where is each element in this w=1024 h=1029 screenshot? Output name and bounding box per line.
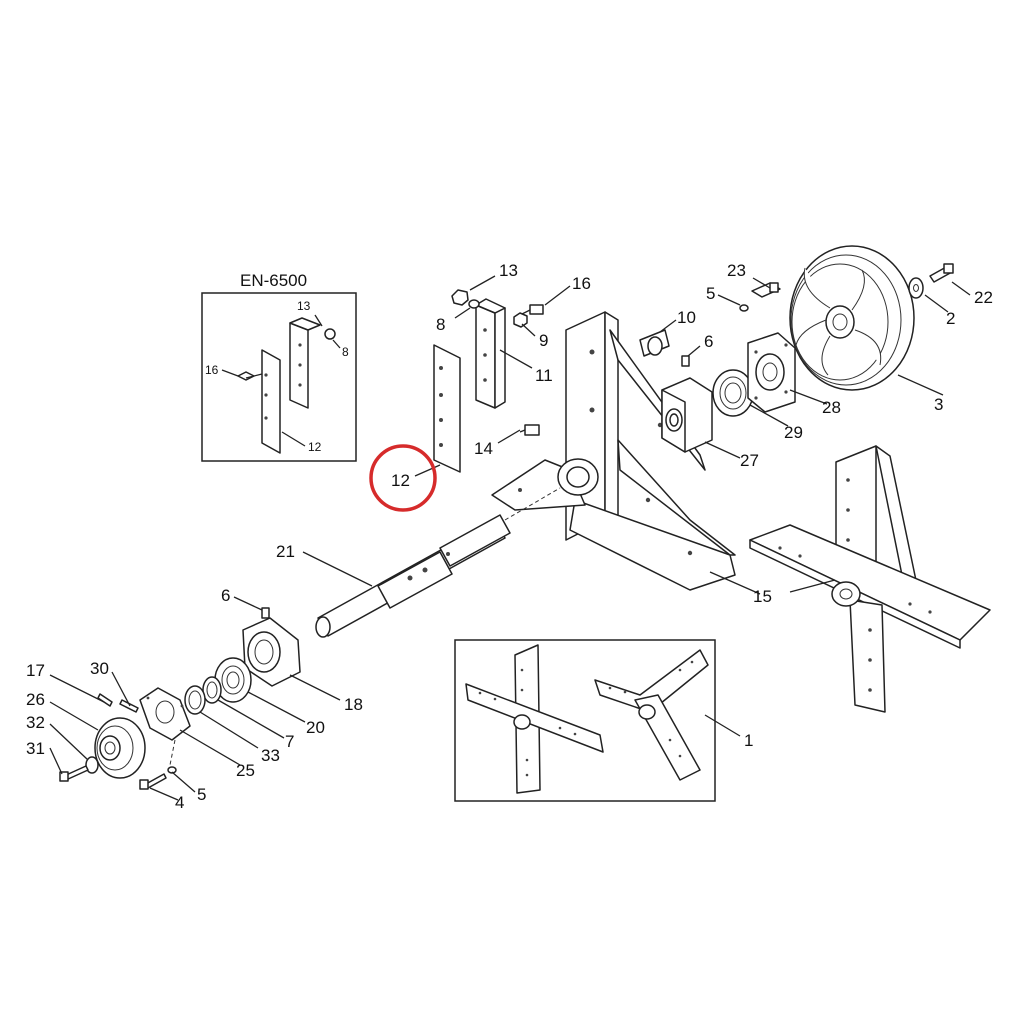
callout-22: 22 bbox=[974, 288, 993, 307]
flange-bearing-18 bbox=[242, 607, 301, 687]
callout-28: 28 bbox=[822, 398, 841, 417]
callout-26: 26 bbox=[26, 690, 45, 709]
inset-assembly-1 bbox=[454, 639, 716, 802]
callout-9: 9 bbox=[539, 331, 548, 350]
grease-fitting-6-upper bbox=[681, 355, 690, 367]
callouts: 1 2 3 4 5 5 6 6 7 8 9 10 11 12 13 14 15 … bbox=[26, 261, 993, 812]
bolt-16 bbox=[529, 304, 544, 315]
callout-29: 29 bbox=[784, 423, 803, 442]
inset-plate-12 bbox=[261, 349, 281, 454]
callout-5-bottom: 5 bbox=[197, 785, 206, 804]
rings-7-33 bbox=[184, 676, 222, 715]
callout-31: 31 bbox=[26, 739, 45, 758]
callout-14: 14 bbox=[474, 439, 493, 458]
pin-10 bbox=[639, 329, 670, 357]
callout-6-bottom: 6 bbox=[221, 586, 230, 605]
callout-18: 18 bbox=[344, 695, 363, 714]
bearing-20 bbox=[214, 657, 252, 703]
callout-4: 4 bbox=[175, 793, 184, 812]
callout-2: 2 bbox=[946, 309, 955, 328]
washer-2-bolt-22 bbox=[908, 263, 954, 299]
leader-lines bbox=[49, 275, 971, 801]
highlight-circle bbox=[369, 444, 437, 512]
callout-11: 11 bbox=[535, 366, 553, 385]
inset-en6500: EN-6500 13 8 16 12 bbox=[201, 271, 357, 462]
nut-9 bbox=[513, 312, 528, 328]
callout-8: 8 bbox=[436, 315, 445, 334]
pulley-3 bbox=[789, 245, 915, 391]
washer-8 bbox=[468, 299, 480, 309]
inset-label-13: 13 bbox=[297, 299, 311, 313]
inset-title: EN-6500 bbox=[240, 271, 307, 290]
washer-32-bolt-31 bbox=[59, 756, 99, 782]
callout-17: 17 bbox=[26, 661, 45, 680]
inset-label-16: 16 bbox=[205, 363, 219, 377]
plate-12 bbox=[433, 344, 461, 473]
callout-15: 15 bbox=[753, 587, 772, 606]
callout-12: 12 bbox=[391, 471, 410, 490]
shaft-21 bbox=[315, 487, 561, 638]
nut-13 bbox=[451, 289, 469, 306]
callout-32: 32 bbox=[26, 713, 45, 732]
inset-frame bbox=[201, 292, 357, 462]
callout-21: 21 bbox=[276, 542, 295, 561]
inset-1-frame bbox=[454, 639, 716, 802]
bolt-14 bbox=[524, 424, 540, 436]
fasteners-top bbox=[451, 289, 544, 436]
bearing-29 bbox=[712, 369, 754, 417]
callout-6-top: 6 bbox=[704, 332, 713, 351]
bearing-housing-27 bbox=[661, 355, 713, 453]
callout-16: 16 bbox=[572, 274, 591, 293]
callout-33: 33 bbox=[261, 746, 280, 765]
bolt-4-washer-5 bbox=[139, 766, 177, 790]
callout-27: 27 bbox=[740, 451, 759, 470]
callout-7: 7 bbox=[285, 732, 294, 751]
callout-25: 25 bbox=[236, 761, 255, 780]
hub-26 bbox=[94, 693, 146, 779]
inset-label-8: 8 bbox=[342, 345, 349, 359]
bracket-11 bbox=[475, 298, 506, 409]
callout-23: 23 bbox=[727, 261, 746, 280]
callout-10: 10 bbox=[677, 308, 696, 327]
callout-3: 3 bbox=[934, 395, 943, 414]
grease-fitting-6-lower bbox=[261, 607, 270, 619]
cross-frame-right bbox=[749, 445, 991, 713]
flange-28 bbox=[739, 282, 796, 413]
callout-13: 13 bbox=[499, 261, 518, 280]
inset-label-12: 12 bbox=[308, 440, 322, 454]
callout-5-top: 5 bbox=[706, 284, 715, 303]
frame-15 bbox=[491, 311, 736, 591]
cover-plate-25 bbox=[139, 687, 191, 766]
inset-nut bbox=[324, 328, 336, 340]
callout-30: 30 bbox=[90, 659, 109, 678]
callout-20: 20 bbox=[306, 718, 325, 737]
callout-1: 1 bbox=[744, 731, 753, 750]
